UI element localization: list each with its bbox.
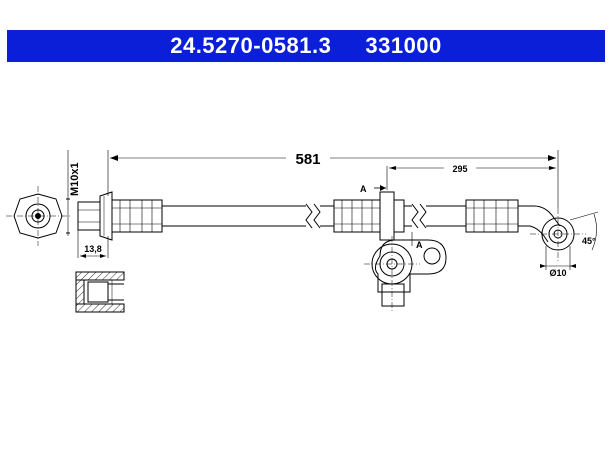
diameter-dimension: Ø10 (540, 246, 576, 278)
section-label-detail: A (416, 240, 423, 250)
angle-label: 45° (582, 236, 596, 246)
thread-label: M10x1 (69, 162, 81, 196)
section-mark: A (360, 184, 386, 194)
ref-number: 331000 (365, 33, 442, 58)
angle-dimension: 45° (569, 211, 599, 251)
fitting-section-view (75, 271, 125, 313)
fitting-width-label: 13,8 (84, 244, 102, 254)
header-banner: 24.5270-0581.3 331000 (7, 30, 605, 62)
width-dimension: 13,8 (77, 230, 109, 258)
bracket-detail: A (364, 232, 447, 312)
diameter-label: Ø10 (549, 268, 566, 278)
partial-length-label: 295 (452, 164, 467, 174)
thread-dimension: M10x1 (66, 150, 81, 236)
total-length-label: 581 (295, 151, 320, 168)
left-end-view (6, 186, 70, 246)
hose-assembly (77, 191, 586, 262)
partial-length-dimension: 295 (386, 164, 556, 190)
length-dimension: 581 (107, 150, 559, 208)
section-label: A (360, 184, 367, 194)
part-number: 24.5270-0581.3 (170, 33, 332, 58)
